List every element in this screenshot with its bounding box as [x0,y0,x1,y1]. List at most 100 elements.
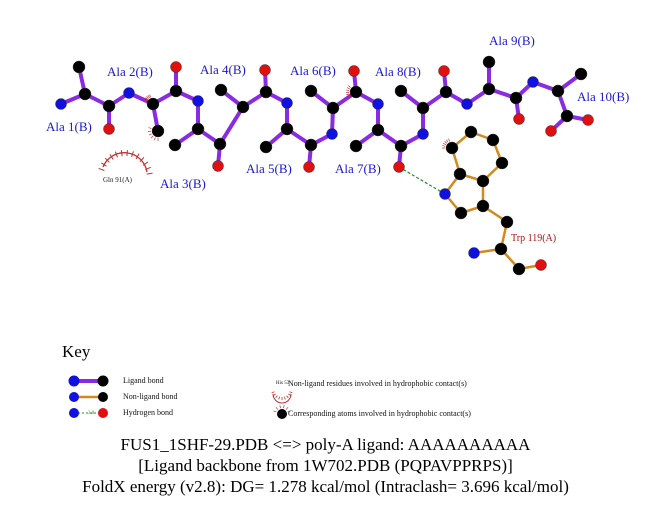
carbon-atom [560,109,574,123]
key-nitrogen-atom [69,392,79,402]
oxygen-atom [103,123,115,135]
atom-hydrophobic-spike [147,95,150,99]
carbon-atom [236,100,250,114]
carbon-atom [416,101,430,115]
carbon-atom [259,140,273,154]
carbon-atom [551,84,565,98]
oxygen-atom [545,125,557,137]
key-carbon-atom [98,392,108,402]
nitrogen-atom [55,98,67,110]
atom-hydrophobic-spike [146,96,149,99]
carbon-atom [169,84,183,98]
atom-hydrophobic-spike [446,139,449,143]
key-nonligand-bond-label: Non-ligand bond [123,392,178,401]
gln91-hydrophobic-arc [102,152,148,173]
key-hydrophobic-spike [275,395,278,399]
hydrogen-bond [398,166,446,195]
key-hydrophobic-arc [272,393,292,404]
gln91-hydrophobic-spike [109,154,114,160]
key-carbon-atom [97,375,109,387]
atom-hydrophobic-spike [444,141,448,144]
atom-hydrophobic-spike [148,127,152,129]
carbon-atom [439,85,453,99]
atom-hydrophobic-spike [443,142,446,146]
key-hydrophobic-atoms-label: Corresponding atoms involved in hydropho… [288,409,471,418]
key-nitrogen-atom [68,375,80,387]
atom-hydrophobic-spike [346,87,350,90]
nitrogen-atom [439,188,451,200]
carbon-atom [304,84,318,98]
nitrogen-atom [527,76,539,88]
oxygen-atom [513,113,525,125]
nitrogen-atom [326,128,338,140]
label-ala10: Ala 10(B) [577,89,630,104]
key-hydrophobic-spike [278,396,280,400]
atom-hydrophobic-spike [442,145,446,147]
gln91-hydrophobic-spike [135,153,140,160]
label-ala6: Ala 6(B) [290,63,336,78]
key-atom-spike [285,407,289,410]
oxygen-atom [438,65,450,77]
carbon-atom [146,97,160,111]
carbon-atom [191,122,205,136]
oxygen-atom [259,64,271,76]
key-his53-example: His 53 [276,381,290,386]
label-ala5: Ala 5(B) [246,161,292,176]
atom-hydrophobic-spike [448,138,450,142]
atom-hydrophobic-spike [153,137,156,141]
key-hydrophobic-spike [289,391,293,394]
carbon-atom [151,124,165,138]
nitrogen-atom [123,87,135,99]
label-gln91: Gln 91(A) [103,176,132,184]
gln91-hydrophobic-spike [142,161,149,166]
key-oxygen-atom [98,408,108,418]
label-ala4: Ala 4(B) [200,62,246,77]
atom-hydrophobic-spike [150,135,154,139]
carbon-atom [168,138,182,152]
carbon-atom [476,174,490,188]
nitrogen-atom [461,98,473,110]
carbon-atom [280,122,294,136]
key-hydrophobic-spike [271,391,275,394]
label-ala8: Ala 8(B) [375,64,421,79]
key-title: Key [62,342,91,361]
carbon-atom [453,167,467,181]
caption-line-2: [Ligand backbone from 1W702.PDB (PQPAVPP… [138,456,513,475]
carbon-atom [509,91,523,105]
key-hydrophobic-spike [288,393,291,397]
atom-hydrophobic-spike [144,98,148,101]
carbon-atom [371,123,385,137]
label-ala7: Ala 7(B) [335,161,381,176]
atom-hydrophobic-spike [149,94,151,98]
label-ala1: Ala 1(B) [46,119,92,134]
carbon-atom [482,55,496,69]
atom-hydrophobic-spike [346,93,350,96]
gln91-hydrophobic-spike [126,150,128,157]
key-hydrophobic-spike [284,396,286,400]
gln91-hydrophobic-spike [104,157,110,163]
nitrogen-atom [281,97,293,109]
gln91-hydrophobic-spike [145,166,152,171]
caption-line-3: FoldX energy (v2.8): DG= 1.278 kcal/mol … [82,477,569,496]
label-ala3: Ala 3(B) [160,176,206,191]
carbon-atom [349,139,363,153]
key-atom-spike [275,407,279,410]
carbon-atom [454,206,468,220]
label-ala9: Ala 9(B) [489,33,535,48]
carbon-atom [512,262,526,276]
key-hydrophobic-spike [273,393,276,397]
nitrogen-atom [417,128,429,140]
key-atom-spike [283,405,285,409]
carbon-atom [574,67,588,81]
label-trp119: Trp 119(A) [511,233,557,244]
label-ala2: Ala 2(B) [107,64,153,79]
gln91-hydrophobic-spike [114,151,118,158]
nitrogen-atom [468,247,480,259]
carbon-atom [476,199,490,213]
oxygen-atom [582,114,594,126]
carbon-atom [482,82,496,96]
key-hydrophobic-spike [286,395,289,399]
carbon-atom [394,139,408,153]
oxygen-atom [393,161,405,173]
oxygen-atom [170,61,182,73]
